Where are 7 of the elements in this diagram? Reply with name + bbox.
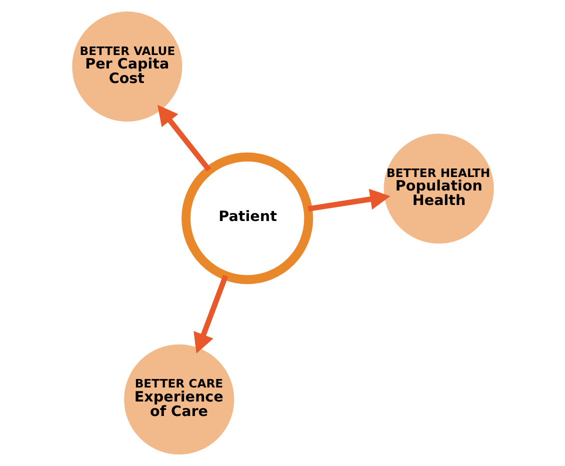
arrow [193, 274, 228, 354]
node-circle: BETTER CARE Experience of Care [124, 344, 234, 454]
node-circle: BETTER VALUE Per Capita Cost [72, 12, 182, 122]
arrow [157, 104, 211, 172]
node-circle: Patient [181, 152, 313, 284]
arrow [307, 188, 390, 212]
node-circle: BETTER HEALTH Population Health [383, 134, 494, 244]
